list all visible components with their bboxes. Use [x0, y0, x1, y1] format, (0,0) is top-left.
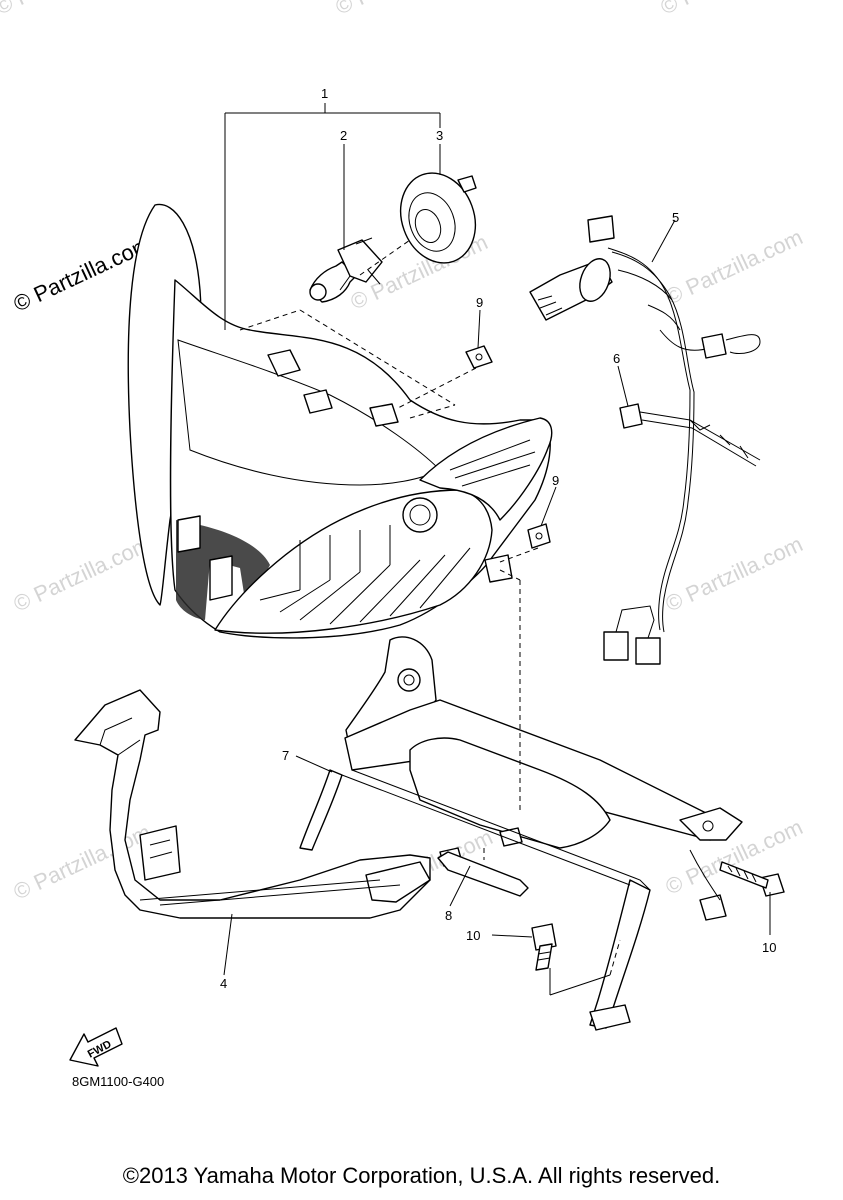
callout-2: 2	[340, 128, 347, 143]
copyright-notice: ©2013 Yamaha Motor Corporation, U.S.A. A…	[122, 1163, 721, 1188]
callout-7: 7	[282, 748, 289, 763]
left-stay	[74, 689, 431, 919]
callouts: 1 2 3 4 5 6 7 8 9 9 10 10	[220, 86, 776, 991]
callout-9-lower: 9	[552, 473, 559, 488]
watermark: © Partzilla.com	[657, 0, 802, 20]
damper-pad	[437, 851, 529, 897]
callout-3: 3	[436, 128, 443, 143]
callout-9-upper: 9	[476, 295, 483, 310]
callout-8: 8	[445, 908, 452, 923]
bolt-right	[719, 861, 785, 897]
diagram-code: 8GM1100-G400	[72, 1074, 164, 1089]
nut-upper	[465, 345, 493, 369]
cable-tie	[619, 403, 761, 467]
callout-4: 4	[220, 976, 227, 991]
callout-10-right: 10	[762, 940, 776, 955]
fwd-arrow-icon: FWD	[69, 1027, 123, 1067]
watermark: © Partzilla.com	[332, 0, 477, 20]
headlight-stay	[299, 636, 743, 1031]
wiring-harness	[529, 215, 761, 665]
watermark: © Partzilla.com	[10, 531, 155, 616]
callout-1: 1	[321, 86, 328, 101]
callout-5: 5	[672, 210, 679, 225]
bulb-cover	[399, 172, 477, 264]
watermark: © Partzilla.com	[662, 531, 807, 616]
callout-6: 6	[613, 351, 620, 366]
parts-diagram: © Partzilla.com © Partzilla.com © Partzi…	[0, 0, 807, 1089]
nut-lower	[527, 523, 551, 549]
headlight-assembly	[127, 203, 553, 639]
leader-lines	[223, 103, 771, 976]
watermark: © Partzilla.com	[0, 0, 136, 20]
bolt-lower	[531, 923, 557, 971]
watermark: © Partzilla.com	[662, 224, 807, 309]
callout-10-lower: 10	[466, 928, 480, 943]
headlight-bulb	[309, 237, 383, 303]
reference-lines	[239, 239, 621, 996]
